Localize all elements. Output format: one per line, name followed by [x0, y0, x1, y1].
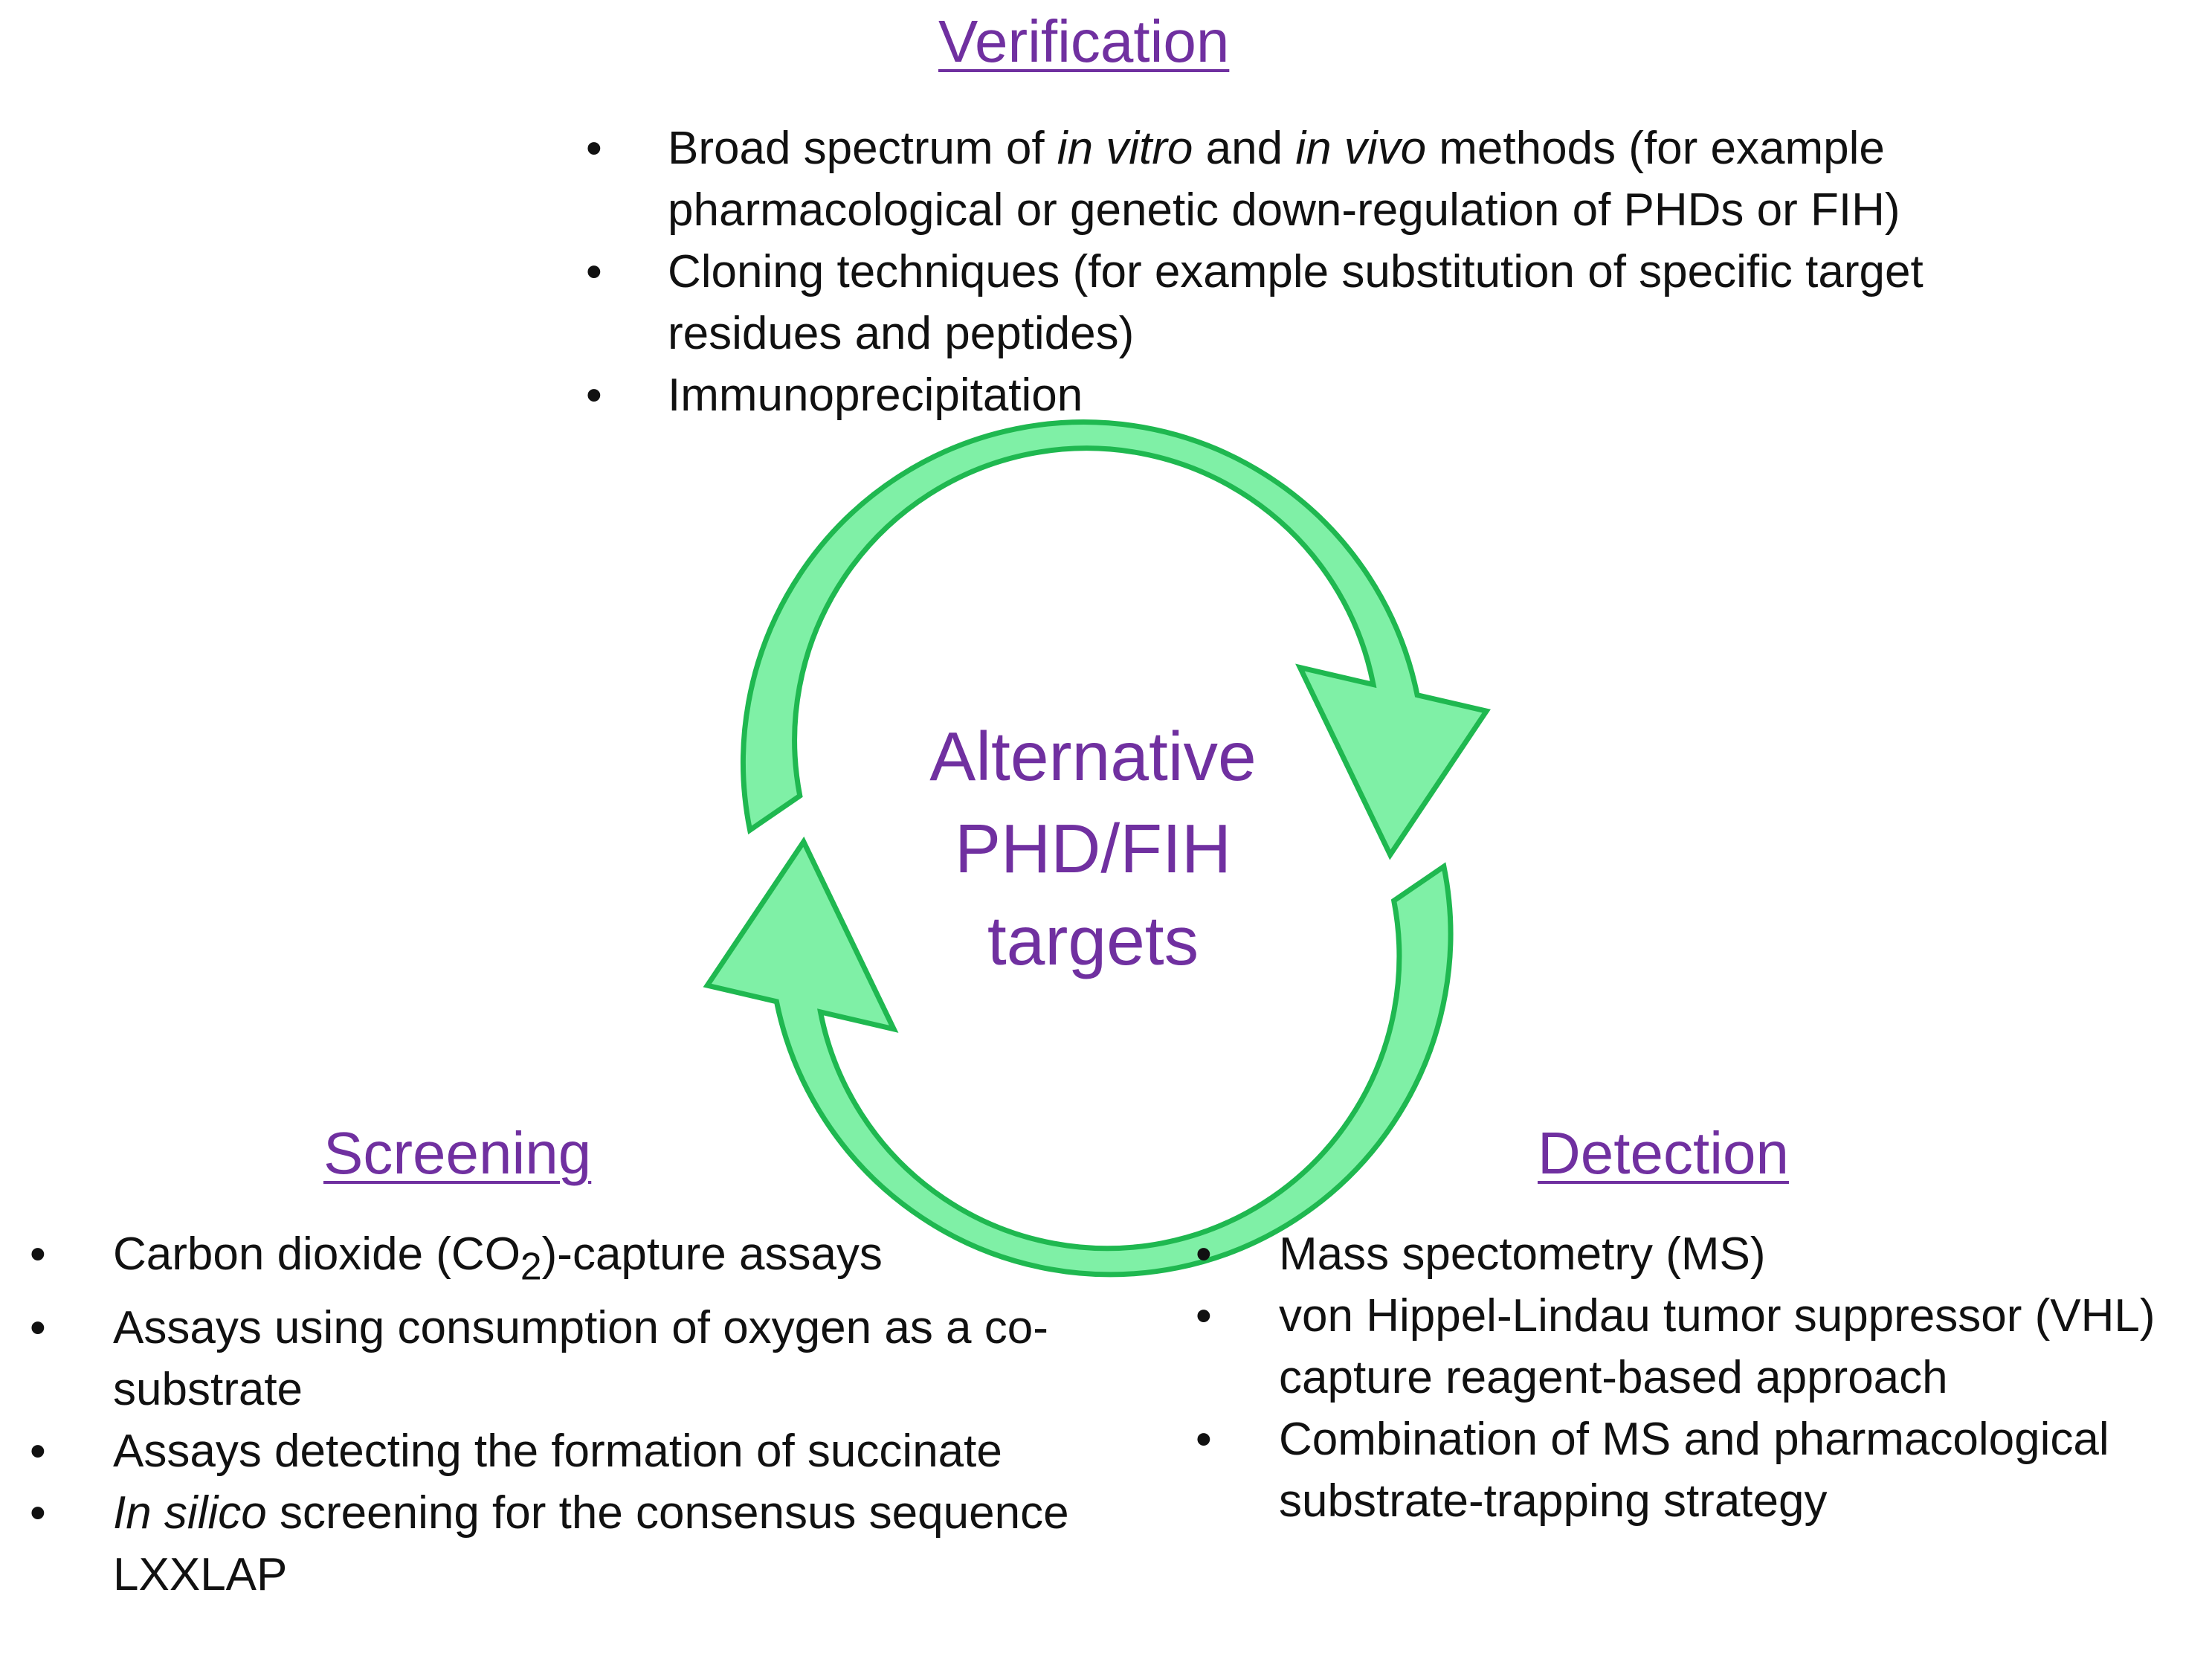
screening-list: •Carbon dioxide (CO2)-capture assays •As… [30, 1223, 1080, 1606]
detection-heading: Detection [1538, 1120, 1789, 1186]
bullet: • [30, 1487, 46, 1539]
list-item: •In silico screening for the consensus s… [30, 1482, 1080, 1606]
list-item: •Cloning techniques (for example substit… [586, 241, 1932, 364]
bullet: • [586, 370, 602, 421]
verification-heading: Verification [938, 8, 1230, 74]
list-item: •Carbon dioxide (CO2)-capture assays [30, 1223, 1080, 1297]
bullet: • [30, 1426, 46, 1478]
verification-list: •Broad spectrum of in vitro and in vivo … [586, 117, 1932, 426]
center-label-line2: PHD/FIH [955, 810, 1231, 887]
list-item: •von Hippel-Lindau tumor suppressor (VHL… [1196, 1285, 2212, 1408]
bullet: • [30, 1302, 46, 1354]
list-item: •Assays detecting the formation of succi… [30, 1420, 1080, 1482]
bottom-arrow-icon [703, 836, 1454, 1278]
bullet: • [586, 246, 602, 297]
list-item: •Combination of MS and pharmacological s… [1196, 1408, 2212, 1532]
list-item: •Broad spectrum of in vitro and in vivo … [586, 117, 1932, 241]
bullet: • [586, 123, 602, 174]
list-item: •Mass spectometry (MS) [1196, 1223, 2212, 1285]
bullet: • [1196, 1414, 1212, 1465]
bullet: • [30, 1229, 46, 1280]
center-label-line1: Alternative [929, 718, 1257, 795]
bullet: • [1196, 1229, 1212, 1280]
top-arrow-icon [741, 419, 1491, 860]
center-label-line3: targets [987, 902, 1199, 979]
bullet: • [1196, 1290, 1212, 1342]
screening-heading: Screening [323, 1120, 592, 1186]
detection-list: •Mass spectometry (MS) •von Hippel-Linda… [1196, 1223, 2212, 1532]
list-item: •Assays using consumption of oxygen as a… [30, 1297, 1080, 1420]
center-label: Alternative PHD/FIH targets [870, 710, 1316, 987]
list-item: •Immunoprecipitation [586, 364, 1932, 426]
